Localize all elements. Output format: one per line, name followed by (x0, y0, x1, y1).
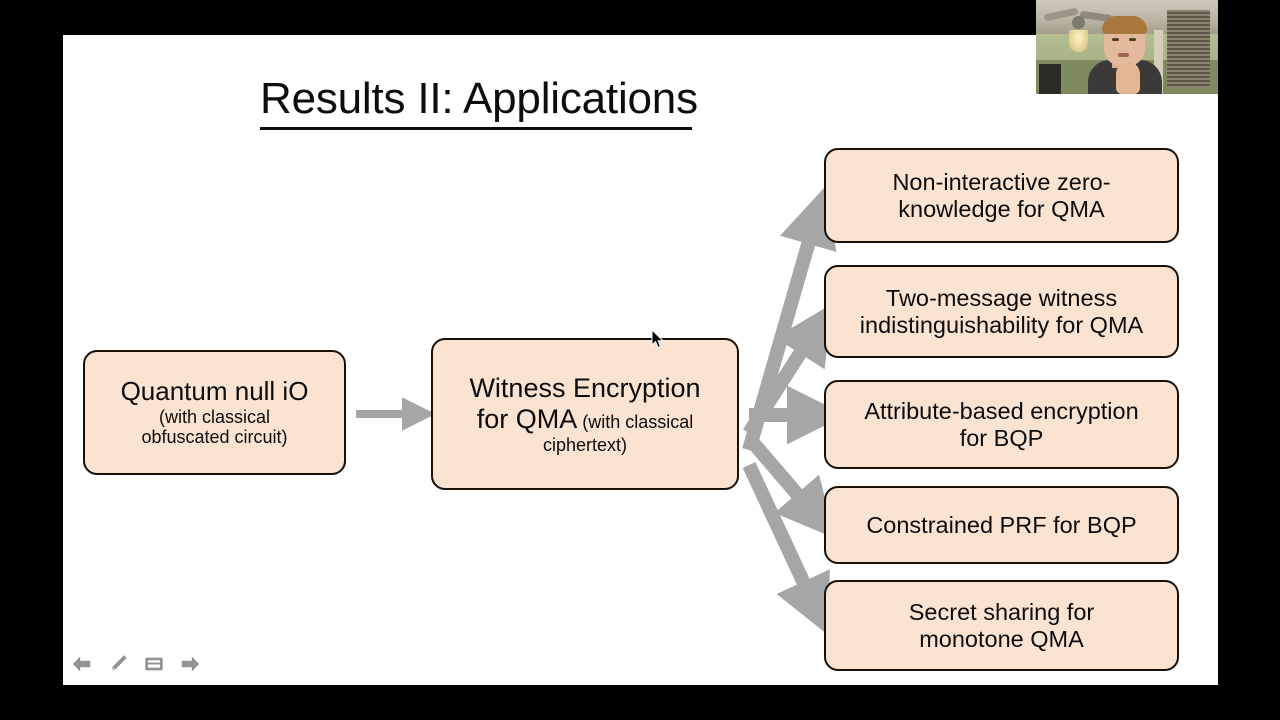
node-we-line2-small: (with classical (582, 411, 694, 432)
webcam-doorframe (1154, 30, 1163, 94)
arrow-middle-to-twm (743, 304, 832, 437)
mouse-cursor (651, 329, 665, 349)
node-we-line3: ciphertext) (542, 434, 628, 455)
presenter-hands (1116, 62, 1140, 94)
node-nizk-for-qma[interactable]: Non-interactive zero- knowledge for QMA (824, 148, 1179, 243)
next-slide-arrow-icon[interactable] (179, 653, 201, 675)
presentation-toolbar[interactable] (71, 653, 201, 675)
node-secret-line2: monotone QMA (919, 625, 1084, 652)
arrow-middle-to-nizk (742, 187, 837, 452)
node-prf-line1: Constrained PRF for BQP (866, 511, 1137, 538)
node-abe-line2: for BQP (959, 424, 1044, 451)
presenter-mouth (1118, 53, 1129, 57)
slide-title: Results II: Applications (260, 74, 698, 123)
node-secret-line1: Secret sharing for (908, 598, 1095, 625)
presenter-eye-left (1112, 38, 1119, 41)
node-qnio-line3: obfuscated circuit) (141, 427, 288, 448)
webcam-dark-panel (1039, 64, 1061, 94)
arrow-middle-to-secret (742, 462, 830, 635)
arrow-middle-to-prf (743, 433, 836, 539)
pen-annotation-icon[interactable] (107, 653, 129, 675)
ceiling-light-icon (1069, 30, 1088, 52)
node-secret-sharing-for-monotone-qma[interactable]: Secret sharing for monotone QMA (824, 580, 1179, 671)
previous-slide-arrow-icon[interactable] (71, 653, 93, 675)
presenter-eye-right (1129, 38, 1136, 41)
node-nizk-line1: Non-interactive zero- (892, 168, 1111, 195)
ceiling-fan-hub-icon (1072, 16, 1085, 29)
node-we-line2: for QMA (with classical (469, 404, 700, 435)
node-twm-line1: Two-message witness (885, 284, 1118, 311)
node-abe-line1: Attribute-based encryption (864, 397, 1139, 424)
presenter-video-overlay[interactable] (1036, 0, 1218, 94)
slide-canvas[interactable]: Results II: Applications (63, 35, 1218, 685)
node-witness-encryption[interactable]: Witness Encryption for QMA (with classic… (431, 338, 739, 490)
slide-menu-icon[interactable] (143, 653, 165, 675)
node-attribute-based-encryption-for-bqp[interactable]: Attribute-based encryption for BQP (824, 380, 1179, 469)
node-we-line1: Witness Encryption (469, 372, 701, 403)
node-quantum-null-io[interactable]: Quantum null iO (with classical obfuscat… (83, 350, 346, 475)
node-twm-line2: indistinguishability for QMA (859, 311, 1144, 338)
node-constrained-prf-for-bqp[interactable]: Constrained PRF for BQP (824, 486, 1179, 564)
node-qnio-line2: (with classical (158, 406, 271, 427)
title-underline (260, 127, 692, 130)
presenter-hair (1102, 16, 1147, 34)
node-we-line2-main: for QMA (476, 403, 578, 434)
node-nizk-line2: knowledge for QMA (898, 195, 1105, 222)
webcam-window-blinds (1167, 10, 1210, 88)
node-qnio-line1: Quantum null iO (120, 376, 309, 407)
node-two-message-wi-for-qma[interactable]: Two-message witness indistinguishability… (824, 265, 1179, 358)
